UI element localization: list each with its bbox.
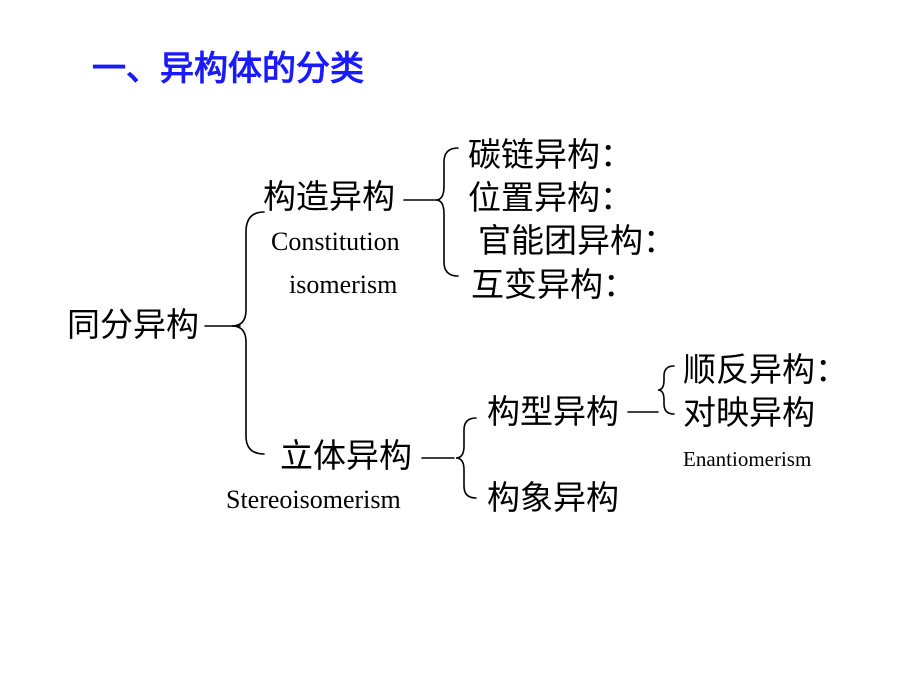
root-brace (231, 211, 265, 455)
root-label: 同分异构 (67, 305, 199, 344)
configuration-child-enantiomer: 对映异构 (683, 393, 815, 432)
configuration-child-cis-trans: 顺反异构： (683, 350, 848, 389)
constitution-brace (435, 147, 459, 277)
constitution-en-line1: Constitution (271, 227, 400, 256)
stereo-brace (455, 417, 477, 499)
constitution-label: 构造异构 (263, 177, 395, 216)
constitution-child-position: 位置异构： (468, 178, 633, 217)
constitution-en-line2: isomerism (289, 270, 398, 299)
stereo-label: 立体异构 (280, 436, 412, 475)
enantiomerism-en: Enantiomerism (683, 447, 812, 471)
constitution-child-carbon-chain: 碳链异构： (468, 135, 633, 174)
configuration-label: 构型异构 (487, 392, 619, 431)
conformation-label: 构象异构 (487, 478, 619, 517)
stereo-en: Stereoisomerism (226, 485, 401, 514)
constitution-child-functional-group: 官能团异构： (478, 221, 676, 260)
page-title: 一、异构体的分类 (92, 49, 364, 89)
constitution-child-tautomerism: 互变异构： (471, 265, 636, 304)
configuration-brace (657, 365, 675, 415)
